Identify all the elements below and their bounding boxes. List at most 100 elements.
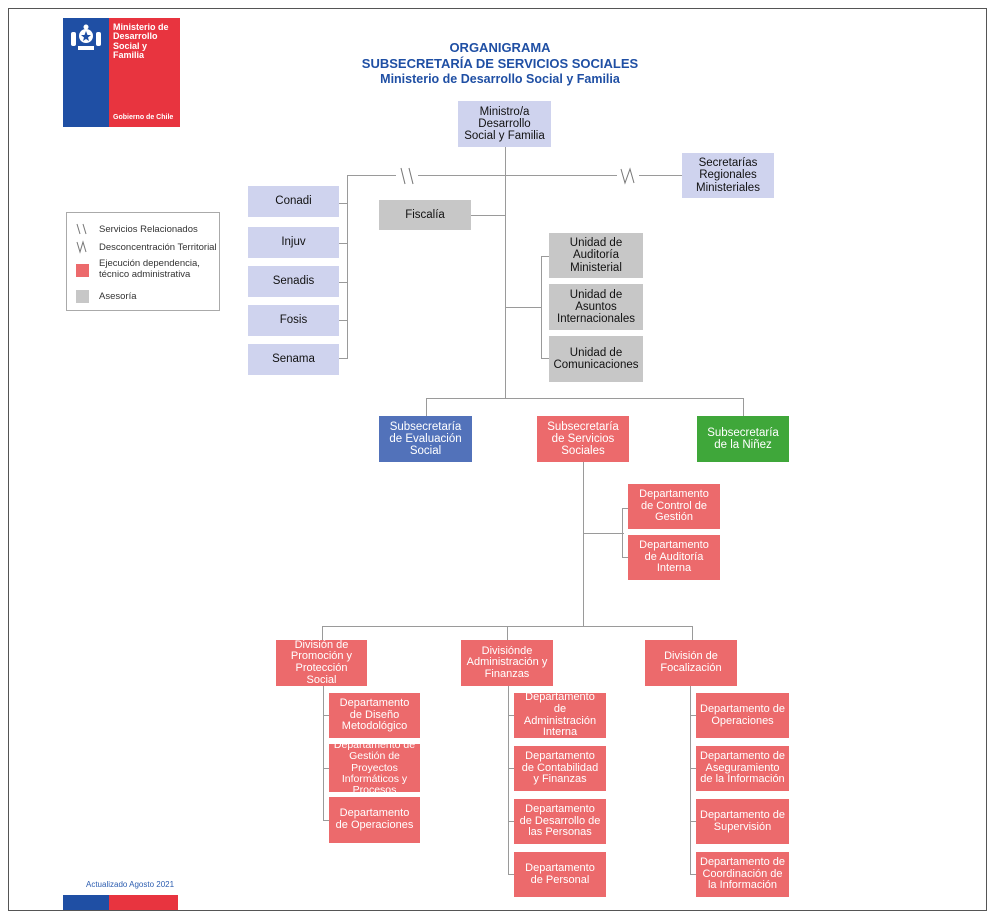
connector-line bbox=[347, 175, 682, 176]
servicio-senama: Senama bbox=[248, 344, 339, 375]
connector-line bbox=[339, 358, 348, 359]
dept-personal: Departamento de Personal bbox=[514, 852, 606, 897]
connector-line bbox=[323, 715, 329, 716]
header-line-3: Ministerio de Desarrollo Social y Famili… bbox=[380, 72, 620, 86]
legend-label: Desconcentración Territorial bbox=[99, 241, 217, 253]
subsecretaria-ninez: Subsecretaría de la Niñez bbox=[697, 416, 789, 462]
header-line-1: ORGANIGRAMA bbox=[449, 40, 551, 55]
division-focalizacion: División de Focalización bbox=[645, 640, 737, 686]
connector-line bbox=[622, 557, 628, 558]
connector-line bbox=[690, 874, 696, 875]
dept-contabilidad-finanzas: Departamento de Contabilidad y Finanzas bbox=[514, 746, 606, 791]
footer-bar-red bbox=[109, 895, 178, 910]
zigzag-icon bbox=[73, 240, 91, 254]
connector-line bbox=[508, 686, 509, 875]
connector-line bbox=[508, 715, 514, 716]
connector-line bbox=[583, 462, 584, 626]
logo-text: Ministerio de Desarrollo Social y Famili… bbox=[113, 22, 169, 61]
dept-auditoria-interna: Departamento de Auditoría Interna bbox=[628, 535, 720, 580]
legend-item-desconcentracion: Desconcentración Territorial bbox=[73, 240, 217, 254]
dept-operaciones-focalizacion: Departamento de Operaciones bbox=[696, 693, 789, 738]
logo-line: Ministerio de bbox=[113, 22, 169, 32]
dept-supervision: Departamento de Supervisión bbox=[696, 799, 789, 844]
connector-line bbox=[692, 626, 693, 640]
connector-line bbox=[323, 686, 324, 820]
dept-coordinacion-informacion: Departamento de Coordinación de la Infor… bbox=[696, 852, 789, 897]
connector-line bbox=[690, 768, 696, 769]
legend-label: Asesoría bbox=[99, 290, 137, 302]
connector-line bbox=[471, 215, 506, 216]
dept-control-gestion: Departamento de Control de Gestión bbox=[628, 484, 720, 529]
legend-label: Ejecución dependencia, técnico administr… bbox=[99, 258, 200, 280]
connector-line bbox=[743, 398, 744, 416]
connector-line bbox=[426, 398, 744, 399]
footer-bar-blue bbox=[63, 895, 109, 910]
connector-line bbox=[339, 320, 348, 321]
legend-item-servicios: Servicios Relacionados bbox=[73, 222, 198, 236]
connector-line bbox=[339, 203, 348, 204]
connector-line bbox=[505, 307, 542, 308]
zigzag-icon bbox=[617, 166, 639, 186]
connector-line bbox=[541, 256, 542, 359]
subsecretaria-servicios: Subsecretaría de Servicios Sociales bbox=[537, 416, 629, 462]
servicio-fosis: Fosis bbox=[248, 305, 339, 336]
dept-aseguramiento-informacion: Departamento de Aseguramiento de la Info… bbox=[696, 746, 789, 791]
dept-gestion-proyectos: Departamento de Gestión de Proyectos Inf… bbox=[329, 744, 420, 792]
connector-line bbox=[347, 175, 348, 358]
double-slash-icon bbox=[73, 222, 91, 236]
red-swatch-icon bbox=[73, 263, 91, 277]
logo-line: Desarrollo bbox=[113, 31, 158, 42]
connector-line bbox=[323, 768, 329, 769]
connector-line bbox=[508, 768, 514, 769]
legend: Servicios Relacionados Desconcentración … bbox=[66, 212, 220, 311]
logo-red-band bbox=[109, 18, 180, 127]
fiscalia-box: Fiscalía bbox=[379, 200, 471, 230]
ministro-box: Ministro/a Desarrollo Social y Familia bbox=[458, 101, 551, 147]
connector-line bbox=[426, 398, 427, 416]
unidad-comunicaciones: Unidad de Comunicaciones bbox=[549, 336, 643, 382]
connector-line bbox=[541, 358, 549, 359]
chile-coat-of-arms-icon bbox=[68, 24, 104, 54]
connector-line bbox=[322, 626, 323, 640]
subsecretaria-evaluacion: Subsecretaría de Evaluación Social bbox=[379, 416, 472, 462]
legend-label: Servicios Relacionados bbox=[99, 223, 198, 235]
gray-swatch-icon bbox=[73, 289, 91, 303]
dept-desarrollo-personas: Departamento de Desarrollo de las Person… bbox=[514, 799, 606, 844]
updated-note: Actualizado Agosto 2021 bbox=[86, 880, 175, 889]
logo-footer: Gobierno de Chile bbox=[113, 114, 174, 121]
connector-line bbox=[339, 282, 348, 283]
ministry-logo: Ministerio de Desarrollo Social y Famili… bbox=[63, 18, 180, 127]
page-frame bbox=[8, 8, 987, 910]
servicio-injuv: Injuv bbox=[248, 227, 339, 258]
legend-item-ejecucion: Ejecución dependencia, técnico administr… bbox=[73, 258, 214, 281]
connector-line bbox=[339, 243, 348, 244]
division-administracion: Divisiónde Administración y Finanzas bbox=[461, 640, 553, 686]
dept-operaciones-promocion: Departamento de Operaciones bbox=[329, 797, 420, 843]
connector-line bbox=[323, 820, 329, 821]
connector-line bbox=[508, 874, 514, 875]
seremi-box: Secretarías Regionales Ministeriales bbox=[682, 153, 774, 198]
connector-line bbox=[622, 508, 628, 509]
connector-line bbox=[507, 626, 508, 640]
footer-rule bbox=[8, 910, 987, 911]
connector-line bbox=[690, 686, 691, 875]
dept-administracion-interna: Departamento de Administración Interna bbox=[514, 692, 606, 738]
logo-line: Social y bbox=[113, 40, 148, 51]
header-line-2: SUBSECRETARÍA DE SERVICIOS SOCIALES bbox=[361, 56, 639, 71]
connector-line bbox=[583, 533, 624, 534]
unidad-auditoria-ministerial: Unidad de Auditoría Ministerial bbox=[549, 233, 643, 278]
double-slash-icon bbox=[396, 166, 418, 186]
division-promocion: División de Promoción y Protección Socia… bbox=[276, 639, 367, 686]
logo-line: Familia bbox=[113, 50, 145, 61]
connector-line bbox=[541, 256, 549, 257]
servicio-senadis: Senadis bbox=[248, 266, 339, 297]
connector-line bbox=[690, 715, 696, 716]
legend-item-asesoria: Asesoría bbox=[73, 289, 137, 303]
connector-line bbox=[622, 508, 623, 558]
connector-line bbox=[505, 147, 506, 398]
unidad-asuntos-internacionales: Unidad de Asuntos Internacionales bbox=[549, 284, 643, 330]
connector-line bbox=[690, 821, 696, 822]
servicio-conadi: Conadi bbox=[248, 186, 339, 217]
dept-diseno-metodologico: Departamento de Diseño Metodológico bbox=[329, 693, 420, 738]
connector-line bbox=[508, 821, 514, 822]
